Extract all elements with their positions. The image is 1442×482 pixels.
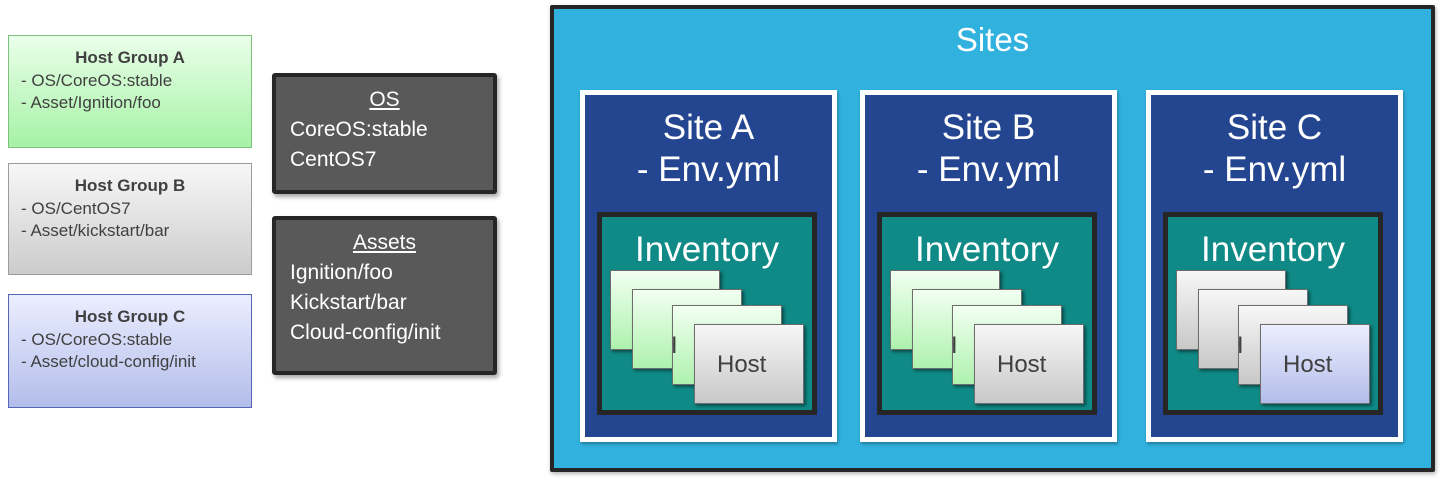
host-label: Host <box>717 351 767 378</box>
assets-header: Assets <box>352 231 417 254</box>
host-partial-label: H <box>1239 306 1243 384</box>
host-group-line: - Asset/Ignition/foo <box>21 93 161 112</box>
site-a-name: Site A <box>662 108 755 147</box>
host-group-title: Host Group A <box>75 48 185 67</box>
assets-box: Assets Ignition/foo Kickstart/bar Cloud-… <box>272 216 497 375</box>
os-item: CentOS7 <box>290 148 377 171</box>
host-group-c: Host Group C - OS/CoreOS:stable - Asset/… <box>8 294 252 408</box>
site-a-inventory-label: Inventory <box>635 230 779 269</box>
asset-item: Cloud-config/init <box>290 321 441 344</box>
site-c-env: - Env.yml <box>1202 150 1347 189</box>
site-b-env: - Env.yml <box>916 150 1061 189</box>
host-group-title: Host Group C <box>74 307 186 326</box>
sites-title: Sites <box>955 21 1030 58</box>
site-b-inventory-label: Inventory <box>915 230 1059 269</box>
asset-item: Ignition/foo <box>290 261 393 284</box>
host-group-title: Host Group B <box>74 176 186 195</box>
os-box: OS CoreOS:stable CentOS7 <box>272 73 497 194</box>
site-b-name: Site B <box>941 108 1036 147</box>
site-a-env: - Env.yml <box>636 150 781 189</box>
host-group-line: - OS/CentOS7 <box>21 199 131 218</box>
host-group-line: - Asset/cloud-config/init <box>21 352 196 371</box>
host-group-line: - OS/CoreOS:stable <box>21 330 173 349</box>
asset-item: Kickstart/bar <box>290 291 407 314</box>
host-group-a: Host Group A - OS/CoreOS:stable - Asset/… <box>8 35 252 148</box>
host-group-b: Host Group B - OS/CentOS7 - Asset/kickst… <box>8 163 252 275</box>
site-a-host-4: Host <box>694 324 804 404</box>
site-c-host-4: Host <box>1260 324 1370 404</box>
os-item: CoreOS:stable <box>290 118 428 141</box>
host-label: Host <box>997 351 1047 378</box>
host-label: Host <box>1283 351 1333 378</box>
site-b-host-4: Host <box>974 324 1084 404</box>
host-group-line: - Asset/kickstart/bar <box>21 221 170 240</box>
host-partial-label: H <box>673 306 677 384</box>
host-partial-label: H <box>953 306 957 384</box>
host-group-line: - OS/CoreOS:stable <box>21 71 173 90</box>
os-header: OS <box>369 88 400 111</box>
site-c-name: Site C <box>1226 108 1323 147</box>
site-c-inventory-label: Inventory <box>1201 230 1345 269</box>
